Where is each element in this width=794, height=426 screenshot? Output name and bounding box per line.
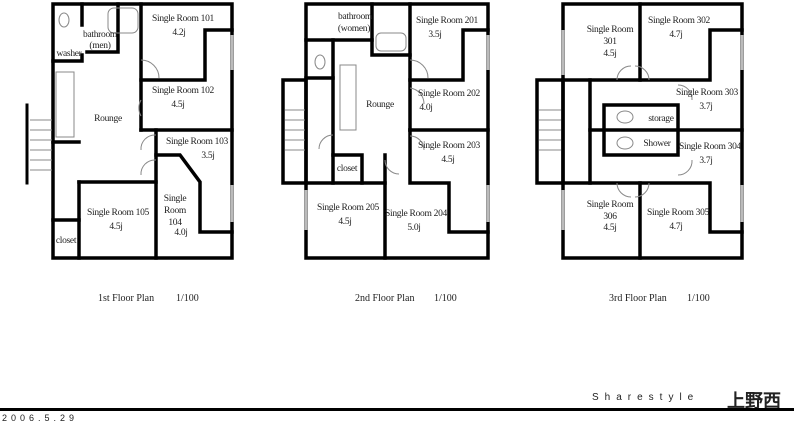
door-101 [140, 59, 160, 79]
shower-label: Shower [643, 139, 671, 149]
room-301-number: 301 [603, 37, 617, 47]
room-306-number: 306 [603, 212, 617, 222]
storage-label: storage [648, 114, 674, 124]
room-103-label: Single Room 103 [165, 137, 229, 147]
room-204-label: Single Room 204 [384, 209, 448, 219]
room-104-size: 4.0j [174, 228, 188, 238]
footer-rule [0, 408, 794, 411]
room-203-label: Single Room 203 [417, 141, 481, 151]
room-202-label: Single Room 202 [417, 89, 481, 99]
closet-label: closet [55, 236, 77, 246]
bathtub-2 [375, 32, 407, 52]
lounge-label: Rounge [94, 114, 122, 124]
lounge-label: Rounge [366, 100, 394, 110]
stairs-floor-1 [30, 119, 52, 171]
bathroom-sub-label: (women) [337, 24, 371, 34]
room-303-size: 3.7j [699, 102, 713, 112]
floor-2-caption: 2nd Floor Plan [355, 293, 415, 304]
room-205-size: 4.5j [338, 217, 352, 227]
bathroom-label: bathroom [82, 30, 118, 40]
room-103-size: 3.5j [201, 151, 215, 161]
toilet-2 [314, 54, 326, 70]
bathroom-label: bathroom [337, 12, 373, 22]
kitchen-counter-2 [339, 64, 357, 131]
room-204-size: 5.0j [407, 223, 421, 233]
brand-name: Sharestyle [592, 392, 700, 403]
bathroom-sub-label: (men) [89, 41, 111, 51]
room-301-label: Single Room [586, 25, 634, 35]
brand-kanji: 上野西 [727, 391, 781, 412]
room-205-label: Single Room 205 [316, 203, 380, 213]
room-102-size: 4.5j [171, 100, 185, 110]
room-105-size: 4.5j [109, 222, 123, 232]
room-104-label-2: Room [163, 206, 187, 216]
floor-1-scale: 1/100 [176, 293, 199, 304]
room-306-size: 4.5j [603, 223, 617, 233]
washer-label: washer [56, 49, 82, 59]
kitchen-counter-1 [55, 71, 75, 138]
floor-1-caption: 1st Floor Plan [98, 293, 155, 304]
floor-2-scale: 1/100 [434, 293, 457, 304]
room-302-size: 4.7j [669, 30, 683, 40]
toilet-4 [616, 136, 634, 150]
room-101-size: 4.2j [172, 28, 186, 38]
toilet-3 [616, 110, 634, 124]
room-304-label: Single Room 304 [678, 142, 742, 152]
toilet-1 [58, 12, 70, 28]
room-303-label: Single Room 303 [675, 88, 739, 98]
floor-3-walls [535, 2, 744, 260]
room-101-label: Single Room 101 [151, 14, 215, 24]
room-104-label-1: Single [163, 194, 187, 204]
floor-2-walls [281, 2, 490, 260]
room-104-label-3: 104 [168, 218, 182, 228]
room-305-label: Single Room 305 [646, 208, 710, 218]
floor-3-caption: 3rd Floor Plan [609, 293, 667, 304]
room-305-size: 4.7j [669, 222, 683, 232]
stairs-floor-2 [285, 109, 305, 151]
room-105-label: Single Room 105 [86, 208, 150, 218]
room-306-label: Single Room [586, 200, 634, 210]
bathtub-1 [107, 7, 139, 34]
room-102-label: Single Room 102 [151, 86, 215, 96]
room-302-label: Single Room 302 [647, 16, 711, 26]
floor-1-walls [51, 2, 234, 260]
room-203-size: 4.5j [441, 155, 455, 165]
room-201-size: 3.5j [428, 30, 442, 40]
room-202-size: 4.0j [419, 103, 433, 113]
room-301-size: 4.5j [603, 49, 617, 59]
closet-label: closet [336, 164, 358, 174]
room-201-label: Single Room 201 [415, 16, 479, 26]
date-label: 2006.5.29 [2, 413, 79, 423]
room-304-size: 3.7j [699, 156, 713, 166]
stairs-floor-3 [539, 109, 561, 151]
floor-3-scale: 1/100 [687, 293, 710, 304]
